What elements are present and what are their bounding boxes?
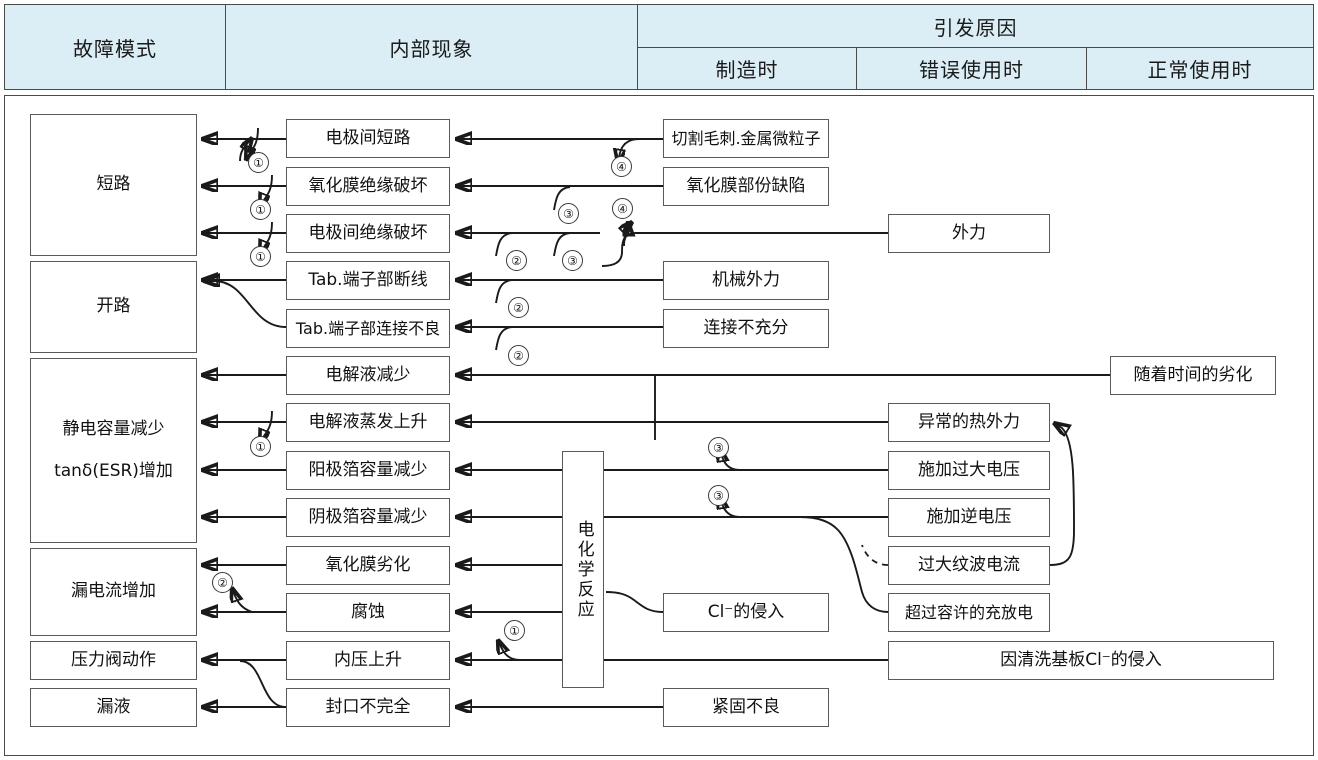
phenomenon-label: 电解液蒸发上升 <box>308 411 428 432</box>
cause-excessive-charge-discharge[interactable]: 超过容许的充放电 <box>888 593 1050 632</box>
marker-4-external-force: ④ <box>612 198 633 219</box>
cause-mechanical-external-force[interactable]: 机械外力 <box>663 261 829 300</box>
cause-label: 紧固不良 <box>712 696 780 717</box>
failure-mode-open-circuit-label: 开路 <box>96 296 131 317</box>
failure-mode-short-circuit-label: 短路 <box>96 174 131 195</box>
cause-label: 超过容许的充放电 <box>904 602 1033 622</box>
phenomenon-tab-terminal-break[interactable]: Tab.端子部断线 <box>286 261 450 300</box>
header-failure-mode-label: 故障模式 <box>73 36 157 61</box>
header-cause-misuse: 错误使用时 <box>856 47 1087 90</box>
phenomenon-incomplete-sealing[interactable]: 封口不完全 <box>286 688 450 727</box>
cause-reverse-voltage-applied[interactable]: 施加逆电压 <box>888 498 1050 537</box>
phenomenon-label: 电极间绝缘破坏 <box>308 222 428 243</box>
phenomenon-label: 封口不完全 <box>325 696 411 717</box>
cause-abnormal-thermal-stress[interactable]: 异常的热外力 <box>888 403 1050 442</box>
cause-poor-fastening[interactable]: 紧固不良 <box>663 688 829 727</box>
marker-2-tab-contact: ② <box>508 345 529 366</box>
marker-1-pressure: ① <box>504 620 525 641</box>
header-cause-manufacture-label: 制造时 <box>715 58 779 82</box>
failure-mode-tan-delta-label: tanδ(ESR)增加 <box>54 460 173 481</box>
failure-mode-leakage-current[interactable]: 漏电流增加 <box>30 548 197 636</box>
phenomenon-inter-electrode-insulation-breakdown[interactable]: 电极间绝缘破坏 <box>286 214 450 253</box>
marker-1-b: ① <box>250 199 271 220</box>
cause-label: 切割毛刺.金属微粒子 <box>671 128 821 148</box>
marker-1-d: ① <box>250 436 271 457</box>
phenomenon-internal-pressure-rise[interactable]: 内压上升 <box>286 641 450 680</box>
cause-cutting-burr-metal-particles[interactable]: 切割毛刺.金属微粒子 <box>663 119 829 158</box>
failure-mode-liquid-leak[interactable]: 漏液 <box>30 688 197 727</box>
cause-chloride-intrusion[interactable]: Cl⁻的侵入 <box>663 593 829 632</box>
marker-2-corrosion: ② <box>212 572 233 593</box>
marker-3-reverse-voltage: ③ <box>708 485 729 506</box>
cause-label: 施加逆电压 <box>926 506 1012 527</box>
failure-mode-short-circuit[interactable]: 短路 <box>30 114 197 256</box>
marker-1-a: ① <box>248 152 269 173</box>
cause-label: 氧化膜部份缺陷 <box>686 175 806 196</box>
cause-excessive-ripple-current[interactable]: 过大纹波电流 <box>888 546 1050 585</box>
header-cause-label: 引发原因 <box>933 15 1018 40</box>
cause-oxide-film-partial-defect[interactable]: 氧化膜部份缺陷 <box>663 167 829 206</box>
failure-mode-open-circuit[interactable]: 开路 <box>30 261 197 353</box>
header-cause-misuse-label: 错误使用时 <box>919 58 1024 82</box>
phenomenon-inter-electrode-short[interactable]: 电极间短路 <box>286 119 450 158</box>
phenomenon-corrosion[interactable]: 腐蚀 <box>286 593 450 632</box>
cause-external-force[interactable]: 外力 <box>888 214 1050 253</box>
failure-mode-liquid-leak-label: 漏液 <box>96 696 131 717</box>
phenomenon-tab-terminal-poor-contact[interactable]: Tab.端子部连接不良 <box>286 309 450 348</box>
phenomenon-anode-foil-capacitance-drop[interactable]: 阳极箔容量减少 <box>286 451 450 490</box>
cause-aging-over-time[interactable]: 随着时间的劣化 <box>1110 356 1276 395</box>
cause-label: 施加过大电压 <box>918 459 1020 480</box>
cause-insufficient-connection[interactable]: 连接不充分 <box>663 309 829 348</box>
phenomenon-label: 氧化膜绝缘破坏 <box>308 175 428 196</box>
failure-mode-pressure-valve[interactable]: 压力阀动作 <box>30 641 197 680</box>
marker-2-tab-break: ② <box>508 297 529 318</box>
header-cause-normal-label: 正常使用时 <box>1147 58 1253 82</box>
phenomenon-label: 阴极箔容量减少 <box>308 506 428 527</box>
cause-label: 因清洗基板Cl⁻的侵入 <box>1000 649 1162 670</box>
phenomenon-cathode-foil-capacitance-drop[interactable]: 阴极箔容量减少 <box>286 498 450 537</box>
cause-label: 过大纹波电流 <box>918 554 1020 575</box>
node-electrochemical-reaction[interactable]: 电化学反应 <box>562 451 604 688</box>
header-failure-mode: 故障模式 <box>4 4 226 90</box>
phenomenon-oxide-insulation-breakdown[interactable]: 氧化膜绝缘破坏 <box>286 167 450 206</box>
phenomenon-label: 氧化膜劣化 <box>325 554 411 575</box>
phenomenon-electrolyte-evaporation[interactable]: 电解液蒸发上升 <box>286 403 450 442</box>
phenomenon-label: 腐蚀 <box>351 601 385 622</box>
header-cause-normal: 正常使用时 <box>1086 47 1314 90</box>
phenomenon-label: Tab.端子部连接不良 <box>295 318 441 338</box>
phenomenon-label: Tab.端子部断线 <box>308 269 428 290</box>
phenomenon-label: 阳极箔容量减少 <box>308 459 428 480</box>
phenomenon-electrolyte-decrease[interactable]: 电解液减少 <box>286 356 450 395</box>
failure-mode-capacitance-drop-label: 静电容量减少 <box>62 419 165 440</box>
cause-label: 连接不充分 <box>703 317 789 338</box>
failure-mode-capacitance-drop[interactable]: 静电容量减少 tanδ(ESR)增加 <box>30 358 197 543</box>
phenomenon-label: 内压上升 <box>334 649 402 670</box>
marker-1-c: ① <box>250 246 271 267</box>
node-electrochemical-reaction-label: 电化学反应 <box>573 519 594 620</box>
marker-3-overvoltage: ③ <box>708 437 729 458</box>
phenomenon-label: 电解液减少 <box>325 364 411 385</box>
marker-4-short: ④ <box>611 156 632 177</box>
cause-label: 机械外力 <box>712 269 780 290</box>
marker-2-electrode-insulation: ② <box>506 250 527 271</box>
header-cause-manufacture: 制造时 <box>637 47 857 90</box>
header-cause: 引发原因 <box>637 4 1314 48</box>
cause-label: 随着时间的劣化 <box>1133 364 1253 385</box>
cause-overvoltage-applied[interactable]: 施加过大电压 <box>888 451 1050 490</box>
phenomenon-oxide-film-degradation[interactable]: 氧化膜劣化 <box>286 546 450 585</box>
marker-3-electrode-insulation: ③ <box>562 250 583 271</box>
failure-mode-leakage-current-label: 漏电流增加 <box>71 581 156 602</box>
marker-3-oxide-insulation: ③ <box>558 203 579 224</box>
cause-label: 外力 <box>952 222 986 243</box>
header-internal-phenomenon-label: 内部现象 <box>389 36 474 61</box>
cause-board-cleaning-chloride-intrusion[interactable]: 因清洗基板Cl⁻的侵入 <box>888 641 1274 680</box>
cause-label: 异常的热外力 <box>918 411 1020 432</box>
failure-mode-pressure-valve-label: 压力阀动作 <box>71 649 156 670</box>
phenomenon-label: 电极间短路 <box>325 127 411 148</box>
cause-label: Cl⁻的侵入 <box>707 601 785 622</box>
header-internal-phenomenon: 内部现象 <box>225 4 638 90</box>
